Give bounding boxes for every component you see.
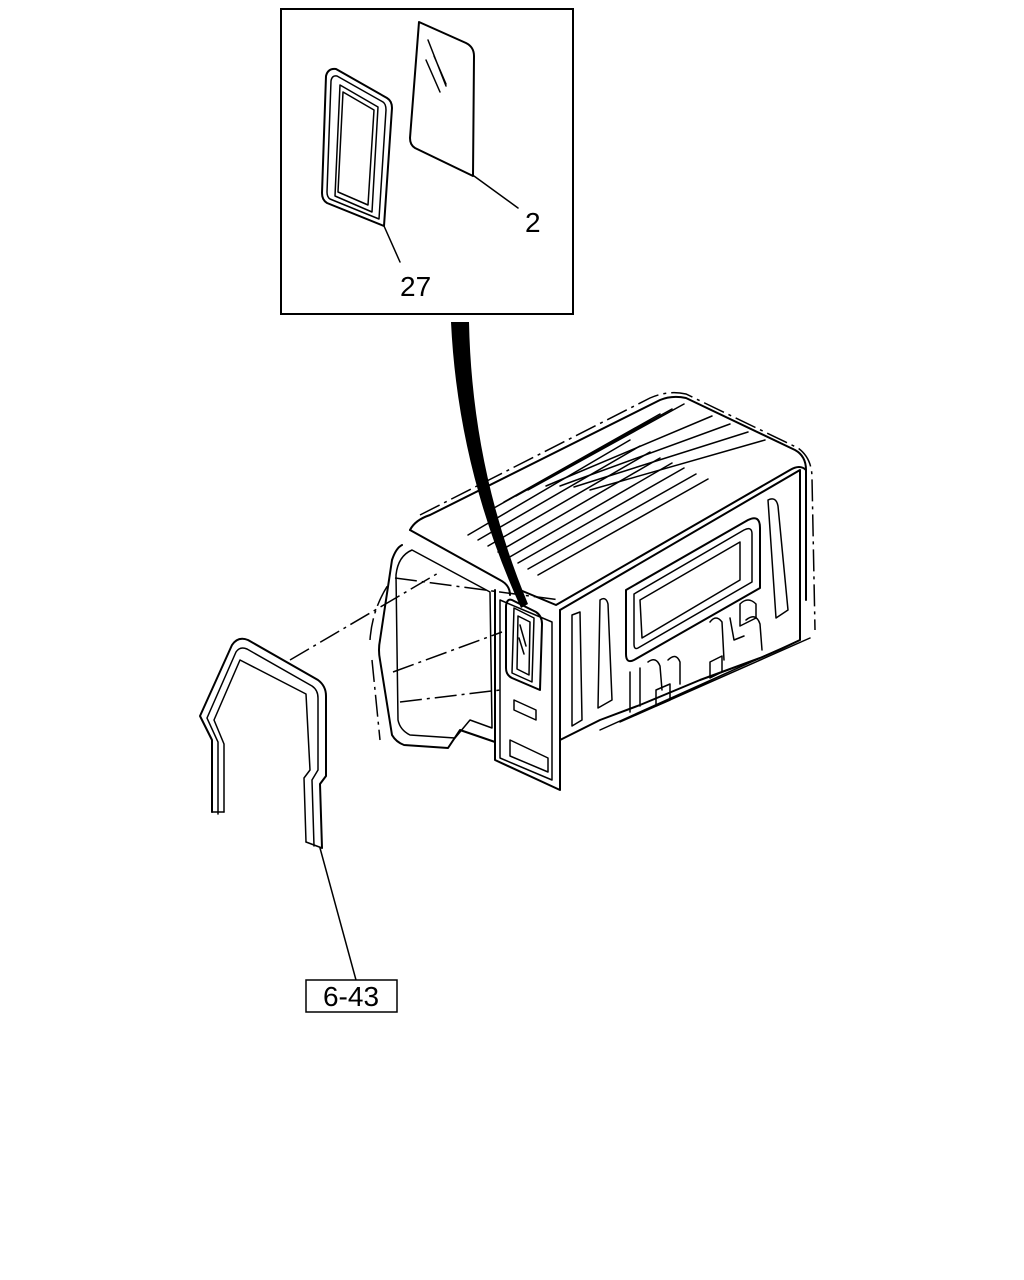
glass-pane <box>409 21 475 177</box>
roof-outline <box>409 395 807 601</box>
quarter-window <box>505 598 549 773</box>
leader-2 <box>473 175 519 209</box>
front-phantom <box>369 584 389 741</box>
reference-box: 6-43 <box>305 979 398 1013</box>
guide-line <box>289 571 441 661</box>
b-pillar <box>494 589 561 791</box>
roof-ribs <box>467 403 766 576</box>
weatherstrip <box>321 67 393 227</box>
side-rib-2 <box>597 597 613 709</box>
detail-inset: 2 27 <box>280 8 574 315</box>
side-rib-3 <box>767 498 789 619</box>
leader-6-43 <box>319 847 357 981</box>
detail-pointer <box>451 322 528 608</box>
b-pillar-inner <box>499 599 553 781</box>
door-weatherstrip <box>199 637 327 849</box>
side-window <box>625 517 761 663</box>
callout-6-43: 6-43 <box>323 981 379 1012</box>
callout-27: 27 <box>400 271 431 302</box>
inset-frame <box>280 8 574 315</box>
roof-phantom-line <box>419 391 816 631</box>
roof-side-edge <box>519 466 807 606</box>
door-weatherstrip-mid <box>206 647 319 847</box>
lower-details <box>599 599 811 731</box>
side-panel <box>559 469 801 741</box>
door-weatherstrip-outer <box>199 637 327 849</box>
door-opening-outer <box>378 544 496 749</box>
cab-body <box>369 391 816 791</box>
floor-phantom <box>392 577 561 703</box>
door-opening-inner <box>395 549 493 739</box>
reference-frame <box>305 979 398 1013</box>
door-weatherstrip-inner <box>213 659 311 843</box>
side-rib-1 <box>571 611 583 727</box>
leader-27 <box>383 225 401 263</box>
callout-2: 2 <box>525 207 541 238</box>
